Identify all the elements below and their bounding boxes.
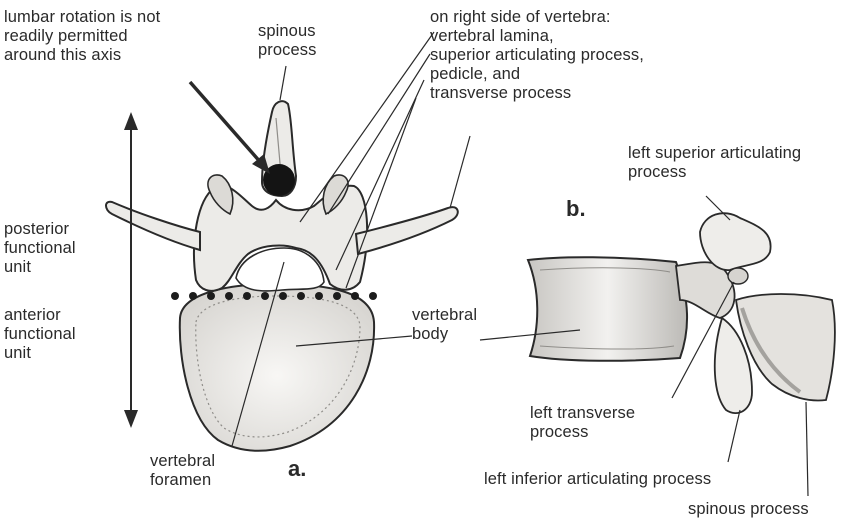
vertebral-body-label: vertebral body <box>412 306 477 344</box>
panel-a-label: a. <box>288 456 306 482</box>
spinous-process-top-label: spinous process <box>258 22 316 60</box>
right-side-structures-label: on right side of vertebra: vertebral lam… <box>430 8 644 103</box>
right-transverse-process-shape <box>356 207 458 254</box>
left-transverse-process-shape <box>106 202 200 250</box>
functional-axis-arrow <box>124 112 138 428</box>
left-superior-articulating-process-label: left superior articulating process <box>628 144 801 182</box>
anterior-functional-unit-label: anterior functional unit <box>4 306 76 363</box>
posterior-functional-unit-label: posterior functional unit <box>4 220 76 277</box>
vertebral-body-shape <box>180 284 374 451</box>
lumbar-rotation-label: lumbar rotation is not readily permitted… <box>4 8 160 65</box>
left-inferior-articulating-process-label: left inferior articulating process <box>484 470 711 489</box>
panel-b-label: b. <box>566 196 586 222</box>
rotation-arrow <box>190 82 270 174</box>
lateral-body-shape <box>528 257 687 361</box>
spinous-process-bottom-label: spinous process <box>688 500 809 519</box>
vertebra-lateral-view <box>480 196 835 496</box>
lateral-superior-process-shape <box>700 213 771 270</box>
vertebral-foramen-label: vertebral foramen <box>150 452 215 490</box>
vertebra-superior-view <box>106 32 470 451</box>
left-transverse-process-label: left transverse process <box>530 404 635 442</box>
